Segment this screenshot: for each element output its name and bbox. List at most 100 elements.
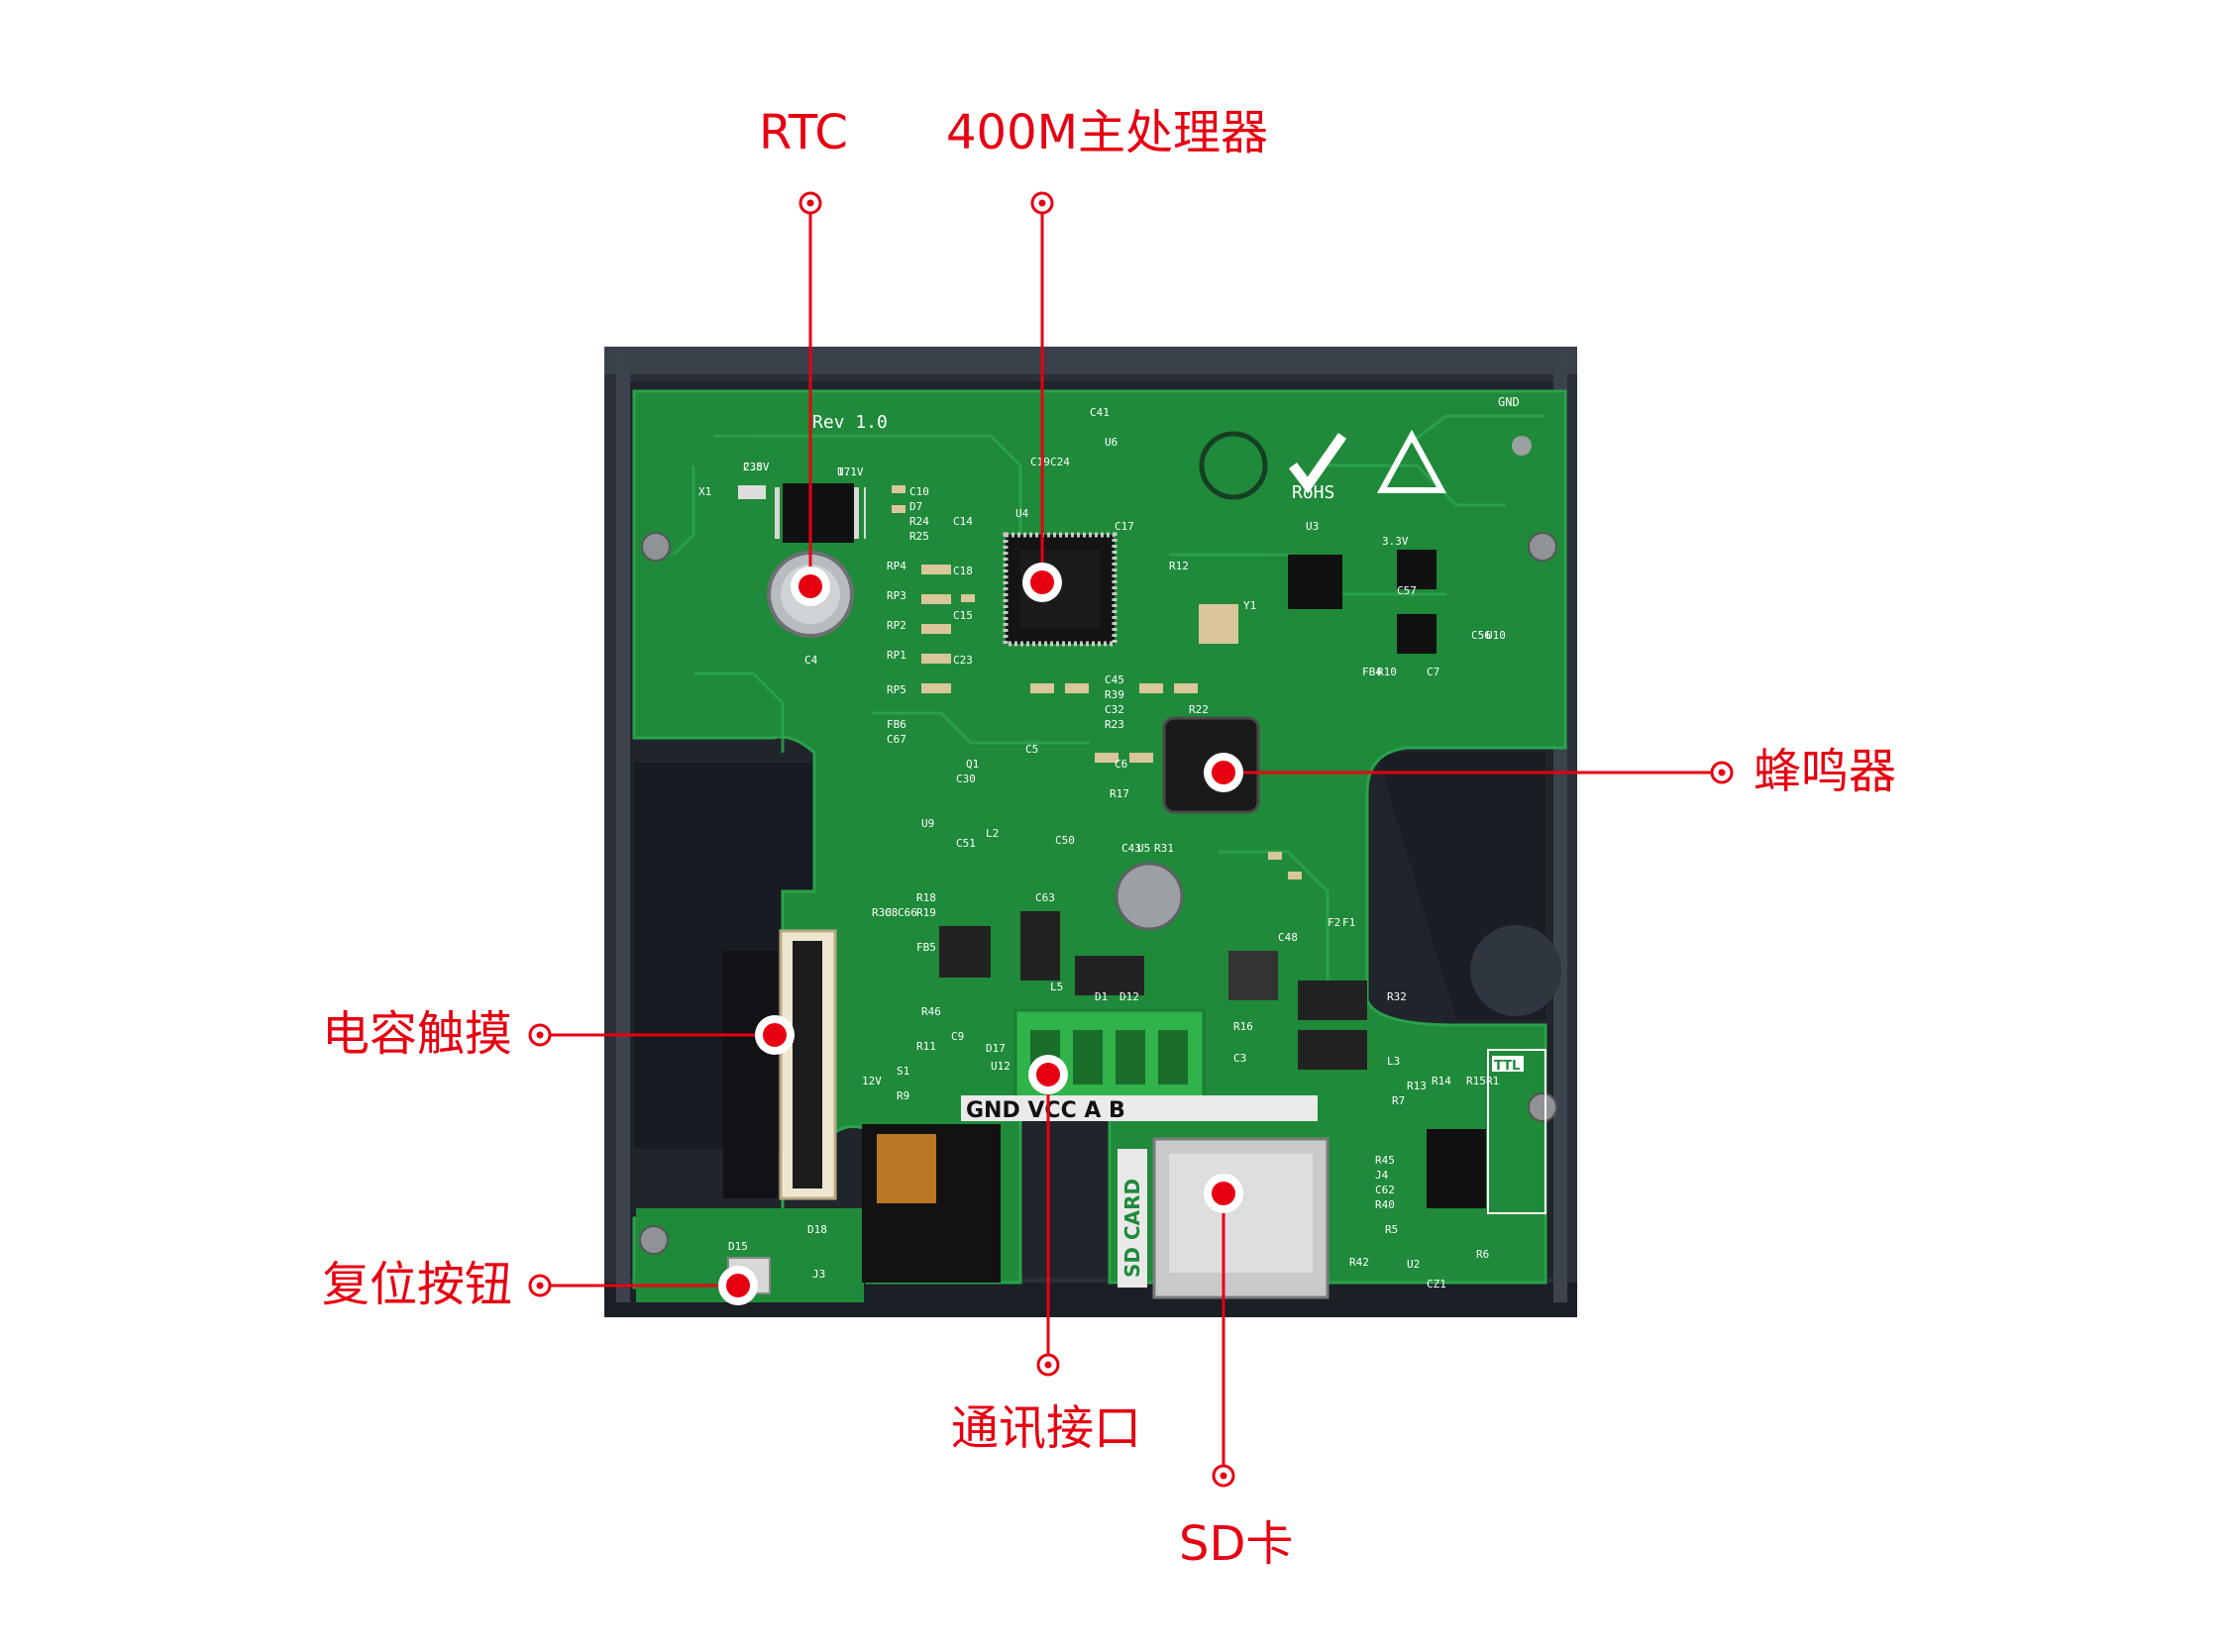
silk-ref-c10: C10 [909,485,929,498]
silk-ref-r23: R23 [1105,718,1124,731]
u10-chip [1397,614,1437,654]
callout-targets [718,563,1243,1305]
touch-marker-icon [528,1023,552,1047]
enclosure-left-rail [616,352,630,1302]
silk-ref-c30: C30 [956,773,976,785]
silk-ref-rp5: RP5 [887,683,906,696]
silk-ref-d17: D17 [986,1042,1006,1055]
silk-ref-d7: D7 [909,500,922,513]
silk-ref-r1: R1 [1486,1075,1499,1087]
sd-card-silk-box [1118,1149,1147,1288]
silk-ref-c6: C6 [1115,758,1127,771]
silk-ref-f1: F1 [1342,916,1355,929]
silk-ref-r6: R6 [1476,1248,1489,1261]
silk-ref-j4: J4 [1375,1169,1389,1182]
silk-ref-r19: R19 [916,906,936,919]
screw-icon [1528,1092,1557,1122]
enclosure-boss [1470,925,1561,1016]
cpu-marker-icon [1030,191,1054,215]
reset-target-icon [718,1266,758,1305]
callout-label-cpu: 400M主处理器 [946,105,1269,160]
silk-ref-r22: R22 [1189,703,1209,716]
silk-ref-u7: U7 [837,465,850,478]
gnd-pad-icon [1512,436,1532,456]
buzzer-target-icon [1204,753,1243,792]
silk-ref-fb4: FB4 [1362,666,1382,678]
silk-ref-r13: R13 [1407,1080,1427,1092]
sd-marker-icon [1212,1464,1235,1488]
silk-ref-c17: C17 [1115,520,1134,533]
voltage-regulator [1397,550,1437,589]
silk-ref-c15: C15 [953,609,973,622]
diode-d12 [1075,956,1144,995]
electrolytic-capacitor-icon [1115,862,1184,931]
silk-ref-l2: L2 [986,827,999,840]
touch-target-icon [755,1015,795,1055]
passive-components [892,485,1302,879]
silk-ref-r5: R5 [1385,1223,1398,1236]
silk-ref-r15: R15 [1466,1075,1486,1087]
silk-ref-c18: C18 [953,565,973,577]
u7-chip [783,483,854,543]
silk-ref-c4: C4 [804,654,818,667]
silk-ref-fb6: FB6 [887,718,906,731]
silk-ref-d1: D1 [1095,990,1108,1003]
touch-fpc-cable [723,951,778,1198]
silk-ref-u5: U5 [1137,842,1150,855]
u2-chip [1427,1129,1486,1208]
ttl-box [1487,1049,1546,1214]
gnd-text: GND [1498,395,1520,409]
silk-ref-c66: C66 [898,906,917,919]
silk-ref-r14: R14 [1432,1075,1451,1087]
silk-ref-r11: R11 [916,1040,936,1053]
silk-ref-u12: U12 [991,1060,1011,1073]
silk-ref-u4: U4 [1015,507,1029,520]
revision-text: Rev 1.0 [812,412,888,433]
screw-icons [639,436,1557,1255]
silk-ref-u2: U2 [1407,1258,1420,1271]
silk-ref-c62: C62 [1375,1184,1395,1196]
silk-ref-c51: C51 [956,837,976,850]
silk-ref-c7: C7 [1427,666,1439,678]
terminal-label-strip [961,1095,1318,1121]
silk-ref-l3: L3 [1387,1055,1400,1068]
silk-ref-2-5v: 2.5V [743,461,770,473]
silk-ref-c43: C43 [1121,842,1141,855]
silk-ref-c3: C3 [1233,1052,1246,1065]
ttl-text: TTL [1494,1059,1520,1074]
silk-ref-cz1: CZ1 [1427,1278,1446,1291]
screw-icon [639,1225,669,1255]
silk-ref-x1: X1 [698,485,711,498]
silk-ref-c9: C9 [951,1030,964,1043]
silk-ref-c50: C50 [1055,834,1075,847]
silk-ref-d12: D12 [1119,990,1139,1003]
silk-ref-c45: C45 [1105,673,1124,686]
touch-fpc-slot [793,941,822,1188]
silk-ref-c41: C41 [1090,406,1110,419]
cpu-target-icon [1022,563,1062,602]
comm-marker-icon [1036,1353,1060,1377]
silk-ref-c32: C32 [1105,703,1124,716]
silk-ref-r18: R18 [916,891,936,904]
u7-pins-left [771,487,783,539]
ttl-tag [1492,1056,1524,1072]
silk-ref-c24: C24 [1050,456,1070,468]
silk-ref-c56: C56 [1471,629,1491,642]
u3-chip [1288,555,1342,609]
silk-ref-r42: R42 [1349,1256,1369,1269]
silk-ref-f2: F2 [1328,916,1340,929]
diode-d1 [1020,911,1060,981]
silk-ref-r25: R25 [909,530,929,543]
silk-ref-u10: U10 [1486,629,1506,642]
silk-ref-r16: R16 [1233,1020,1253,1033]
silk-ref-u6: U6 [1105,436,1118,449]
rtc-target-icon [791,567,830,606]
terminal-labels: GND VCC A B [966,1098,1125,1123]
silk-ref-rp2: RP2 [887,619,906,632]
silk-ref-r32: R32 [1387,990,1407,1003]
silk-ref-fb5: FB5 [916,941,936,954]
silk-ref-rp3: RP3 [887,589,906,602]
silk-ref-r9: R9 [897,1089,909,1102]
silk-ref-c57: C57 [1397,584,1417,597]
